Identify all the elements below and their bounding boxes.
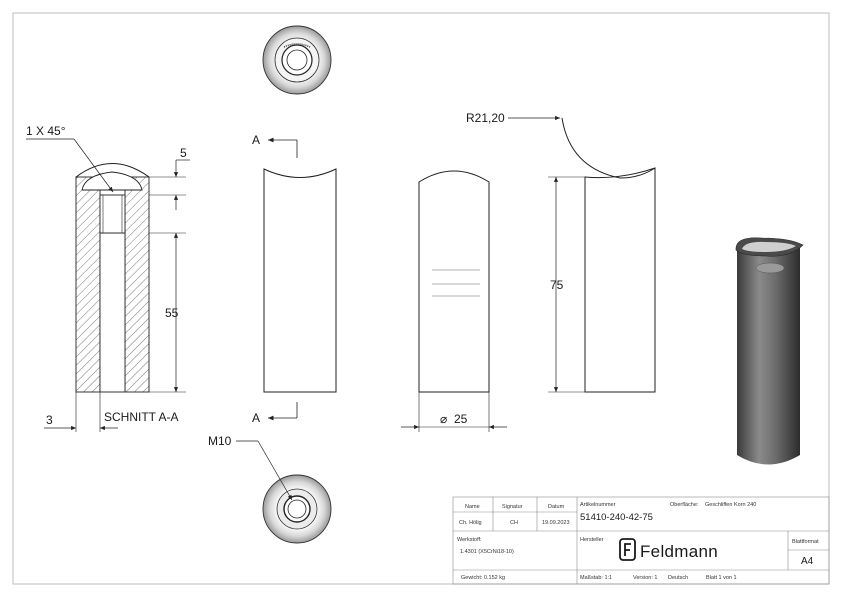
profile-view (508, 115, 656, 393)
scale: Maßstab: 1:1 (580, 575, 612, 581)
side-view (401, 170, 507, 432)
article-number: 51410-240-42-75 (580, 512, 653, 523)
surface-value: Geschliffen Korn 240 (705, 502, 756, 508)
cut-marker-bottom: A (252, 411, 260, 425)
depth-dimension-label: 5 (180, 146, 187, 160)
name-header: Name (465, 504, 480, 510)
article-label: Artikelnummer (580, 502, 616, 508)
front-view (263, 137, 337, 421)
bottom-view (236, 440, 332, 544)
format-label: Blattformat (792, 539, 819, 545)
material-value: 1.4301 (X5CrNi18-10) (460, 549, 514, 555)
height-dimension-label: 75 (550, 278, 564, 292)
section-label: SCHNITT A-A (104, 410, 178, 424)
section-thread (99, 194, 126, 234)
sheet-number: Blatt 1 von 1 (706, 575, 737, 581)
format-value: A4 (801, 556, 814, 567)
sheet-border (12, 12, 830, 585)
section-wall-left (75, 176, 101, 393)
top-view (262, 25, 332, 95)
signature-header: Signatur (502, 504, 523, 510)
manufacturer-label: Hersteller (580, 537, 604, 543)
author-name: Ch. Hölig (459, 520, 482, 526)
author-date: 19.09.2023 (542, 520, 570, 526)
weight: Gewicht: 0.152 kg (461, 575, 505, 581)
author-signature: CH (510, 520, 518, 526)
feldmann-logo-icon (619, 538, 636, 561)
length-dimension-label: 55 (165, 306, 179, 320)
version: Version: 1 (633, 575, 657, 581)
radius-dimension-label: R21,20 (466, 111, 505, 125)
section-bore (99, 232, 126, 393)
material-label: Werkstoff: (457, 537, 482, 543)
language: Deutsch (668, 575, 688, 581)
isometric-render (735, 237, 804, 465)
surface-label: Oberfläche: (670, 502, 699, 508)
diameter-dimension-label: 25 (454, 412, 468, 426)
cut-marker-top: A (252, 133, 260, 147)
thread-dimension-label: M10 (208, 434, 232, 448)
chamfer-label: 1 X 45° (26, 124, 66, 138)
section-wall-right (124, 176, 150, 393)
brand-name: Feldmann (640, 542, 718, 561)
diameter-symbol: ⌀ (440, 412, 447, 426)
date-header: Datum (548, 504, 565, 510)
title-block (452, 496, 830, 585)
wall-dimension-label: 3 (46, 413, 53, 427)
section-view (26, 138, 190, 432)
